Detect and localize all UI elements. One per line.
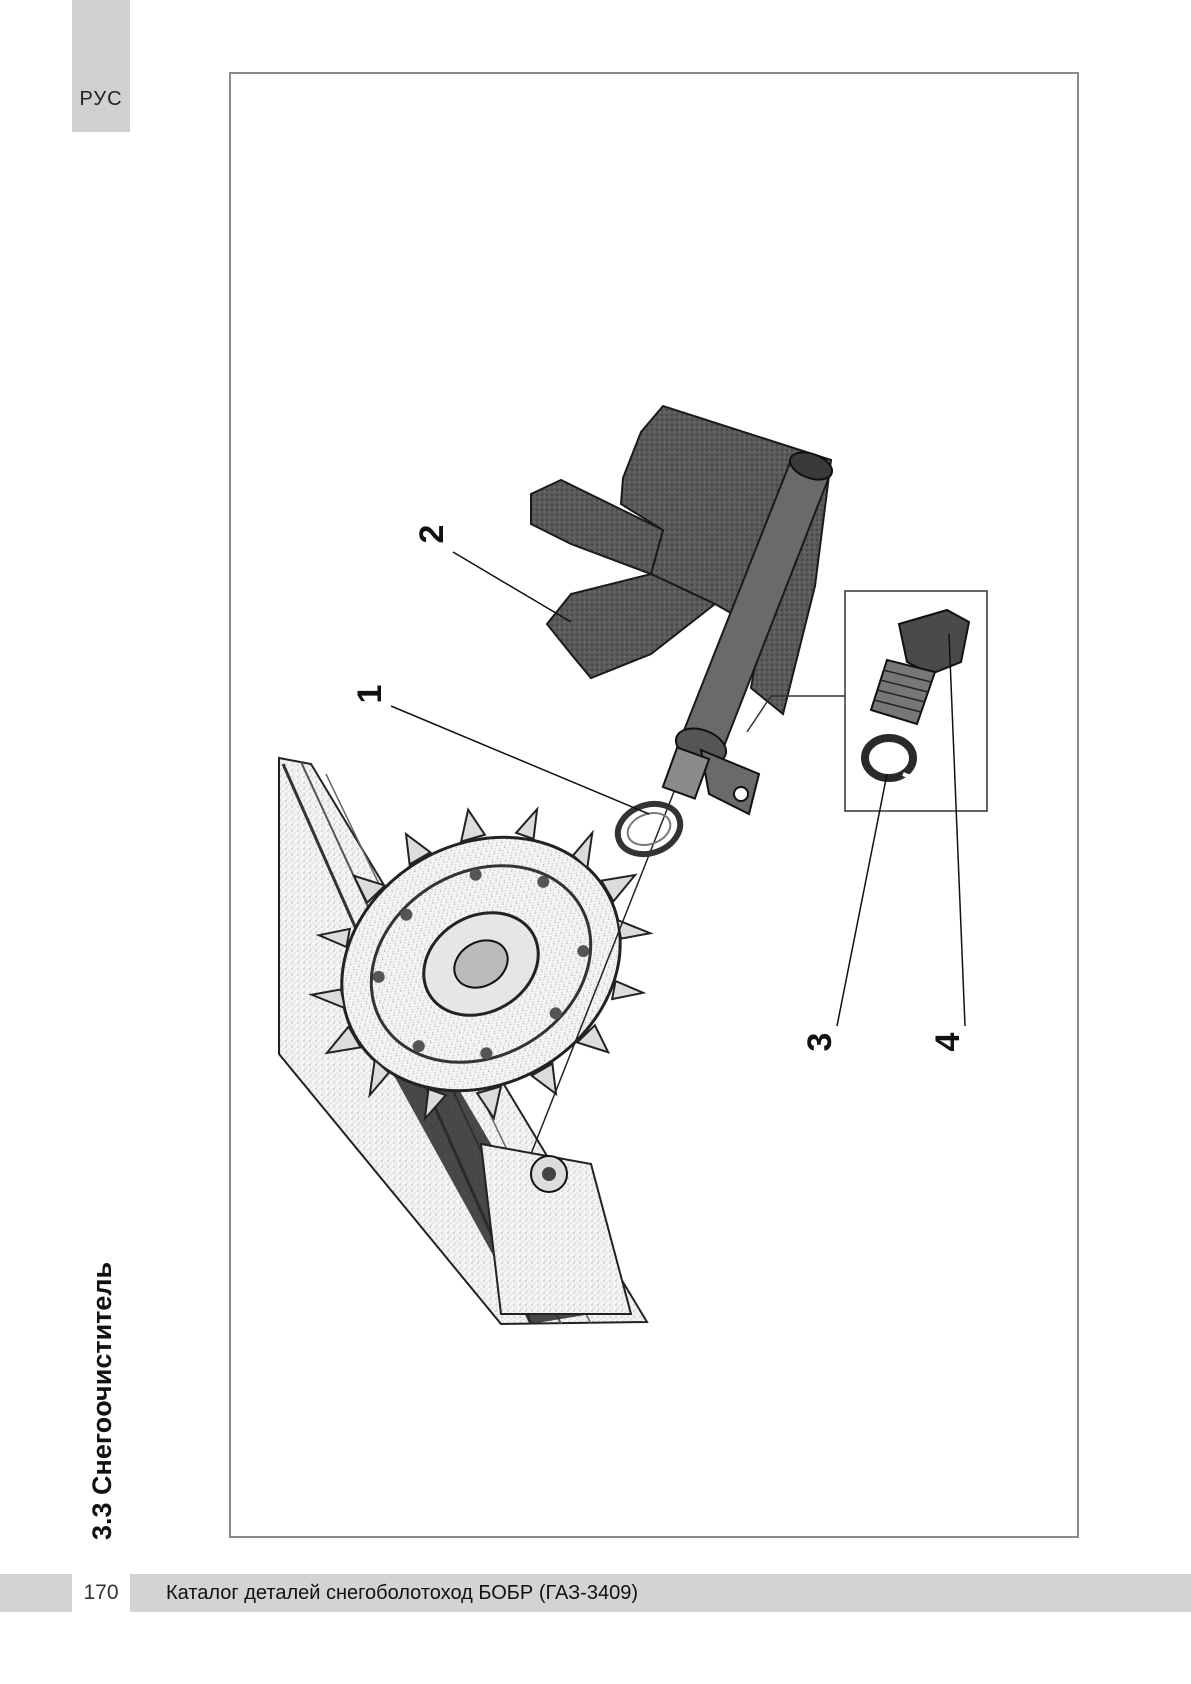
leader-line-4 <box>948 633 966 1027</box>
leader-line-2 <box>452 551 572 623</box>
callout-2: 2 <box>413 525 451 544</box>
leader-line-3 <box>836 773 888 1027</box>
footer-bar <box>0 1574 1191 1612</box>
assembly-axis-line <box>530 773 682 1155</box>
exploded-view-illustration: 1 2 3 4 <box>278 404 988 1326</box>
language-label: РУС <box>79 88 123 110</box>
fastener-inset-box <box>844 590 988 812</box>
bolt <box>869 608 971 726</box>
leader-line-1 <box>390 705 650 815</box>
sealing-ring <box>614 800 684 858</box>
bracket <box>530 404 834 816</box>
catalog-title: Каталог деталей снегоболотоход БОБР (ГАЗ… <box>166 1582 638 1604</box>
hub-housing <box>479 1142 633 1315</box>
language-tab: РУС <box>72 0 130 132</box>
callout-4: 4 <box>929 1032 967 1051</box>
callout-1: 1 <box>351 685 389 704</box>
sprocket-wheel <box>308 806 654 1122</box>
spring-washer <box>861 734 917 782</box>
page-number-box: 170 <box>72 1574 130 1612</box>
figure-frame: 1 2 3 4 <box>229 72 1079 1538</box>
callout-3: 3 <box>801 1033 839 1052</box>
section-title: 3.3 Снегоочиститель <box>87 1261 117 1540</box>
page-number: 170 <box>83 1581 119 1604</box>
